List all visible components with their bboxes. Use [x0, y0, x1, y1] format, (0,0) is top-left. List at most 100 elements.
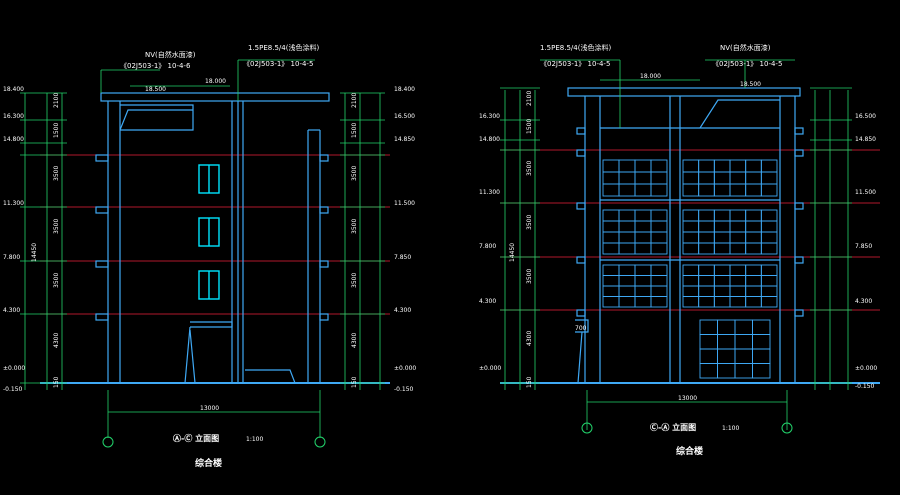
dim-label: 150 — [351, 376, 358, 388]
level-label: 14.800 — [479, 136, 500, 143]
level-label: 14.800 — [3, 136, 24, 143]
right-subtitle: 综合楼 — [676, 445, 703, 457]
level-label: -0.150 — [394, 386, 414, 393]
level-label: ±0.000 — [394, 365, 416, 372]
left-axis-circle-a — [102, 436, 114, 448]
level-label: 14.850 — [855, 136, 876, 143]
level-label: 18.400 — [394, 86, 415, 93]
dim-label: 3500 — [526, 161, 533, 176]
dim-label: 2100 — [53, 93, 60, 108]
dim-label: 150 — [53, 376, 60, 388]
left-elevation-levels-right: 18.400 16.500 14.850 11.500 7.850 4.300 ±0.000… — [394, 86, 416, 393]
level-label: ±0.000 — [855, 365, 877, 372]
left-elevation-levels-left: 18.400 16.300 14.800 11.300 7.800 4.300 ±0.000… — [3, 86, 25, 393]
level-label: 18.400 — [3, 86, 24, 93]
level-label: 16.300 — [479, 113, 500, 120]
left-dimension-lines — [24, 59, 381, 438]
level-label: 4.300 — [855, 298, 872, 305]
level-label: 16.500 — [394, 113, 415, 120]
right-note-top: 1.5PE8.5/4(浅色涂料) — [540, 43, 611, 52]
curtain-wall-panel — [650, 183, 668, 197]
left-dim-top-b: 18.500 — [145, 86, 166, 93]
dim-label: 4300 — [53, 333, 60, 348]
right-axis-circle-c — [581, 422, 593, 434]
dim-label: 3500 — [53, 166, 60, 181]
curtain-wall-panel — [650, 296, 668, 308]
left-elevation: NV(自然水面漆) 《02J503-1》 10-4-6 1.5PE8.5/4(浅… — [3, 43, 416, 469]
level-label: 14.850 — [394, 136, 415, 143]
curtain-wall-panel — [760, 183, 778, 197]
right-entrance-dim: 700 — [575, 325, 587, 332]
curtain-wall-panel — [650, 242, 668, 255]
dim-label: 1500 — [53, 123, 60, 138]
left-windows — [198, 164, 220, 300]
right-building-outline — [567, 87, 804, 384]
right-curtain-wall — [602, 159, 778, 379]
curtain-wall-panel — [752, 363, 771, 379]
dim-label: 3500 — [351, 219, 358, 234]
left-elevation-dims-right: 2100 1500 3500 3500 3500 4300 150 — [351, 93, 358, 388]
left-building-outline — [95, 92, 330, 384]
level-label: 7.850 — [394, 254, 411, 261]
level-label: 4.300 — [479, 298, 496, 305]
dim-label: 3500 — [351, 166, 358, 181]
right-axis-circle-a — [781, 422, 793, 434]
dim-label: 4300 — [351, 333, 358, 348]
dim-label: 3500 — [53, 273, 60, 288]
level-label: 11.500 — [855, 189, 876, 196]
right-title: Ⓒ-Ⓐ 立面图 — [650, 422, 696, 432]
left-note-top-ref: 《02J503-1》 10-4-6 — [120, 62, 191, 70]
left-axis-circle-c — [314, 436, 326, 448]
level-label: 16.300 — [3, 113, 24, 120]
right-dim-top-b: 18.500 — [740, 81, 761, 88]
right-note-top-ref: 《02J503-1》 10-4-5 — [540, 60, 610, 68]
right-elevation-dims-left: 2100 1500 3500 3500 3500 4300 150 — [526, 91, 533, 388]
dim-label: 2100 — [526, 91, 533, 106]
right-note-right-ref: 《02J503-1》 10-4-5 — [712, 60, 782, 68]
level-label: ±0.000 — [3, 365, 25, 372]
level-label: 7.800 — [479, 243, 496, 250]
right-total-height: 14450 — [509, 243, 516, 262]
level-label: 11.500 — [394, 200, 415, 207]
level-label: 11.300 — [479, 189, 500, 196]
dim-label: 3500 — [53, 219, 60, 234]
right-dim-top-a: 18.000 — [640, 73, 661, 80]
level-label: 4.300 — [3, 307, 20, 314]
left-dim-top-a: 18.000 — [205, 78, 226, 85]
left-title: Ⓐ-Ⓒ 立面图 — [173, 433, 219, 443]
dim-label: 2100 — [351, 93, 358, 108]
level-label: ±0.000 — [479, 365, 501, 372]
level-label: -0.150 — [3, 386, 23, 393]
dim-label: 4300 — [526, 331, 533, 346]
dim-label: 3500 — [351, 273, 358, 288]
dim-label: 3500 — [526, 269, 533, 284]
right-elevation-levels-left: 16.300 14.800 11.300 7.800 4.300 ±0.000 — [479, 113, 501, 372]
dim-label: 150 — [526, 376, 533, 388]
right-note-right: NV(自然水面漆) — [720, 43, 771, 52]
left-note-right: 1.5PE8.5/4(浅色涂料) — [248, 43, 319, 52]
left-note-right-ref: 《02J503-1》 10-4-5 — [243, 60, 313, 68]
dim-label: 1500 — [526, 119, 533, 134]
left-width-dim: 13000 — [200, 405, 219, 412]
dim-label: 3500 — [526, 215, 533, 230]
right-dim-ticks — [500, 87, 852, 384]
right-width-dim: 13000 — [678, 395, 697, 402]
left-note-top: NV(自然水面漆) — [145, 50, 196, 59]
level-label: 4.300 — [394, 307, 411, 314]
left-total-height: 14450 — [31, 243, 38, 262]
level-label: 7.850 — [855, 243, 872, 250]
left-subtitle: 综合楼 — [195, 457, 222, 469]
left-elevation-dims-left: 2100 1500 3500 3500 3500 4300 150 — [53, 93, 60, 388]
curtain-wall-panel — [760, 296, 778, 308]
curtain-wall-panel — [760, 242, 778, 255]
left-scale: 1:100 — [246, 436, 263, 443]
right-scale: 1:100 — [722, 425, 739, 432]
level-label: 16.500 — [855, 113, 876, 120]
dim-label: 1500 — [351, 123, 358, 138]
level-label: 11.300 — [3, 200, 24, 207]
level-label: 7.800 — [3, 254, 20, 261]
left-dim-ticks — [20, 92, 385, 384]
